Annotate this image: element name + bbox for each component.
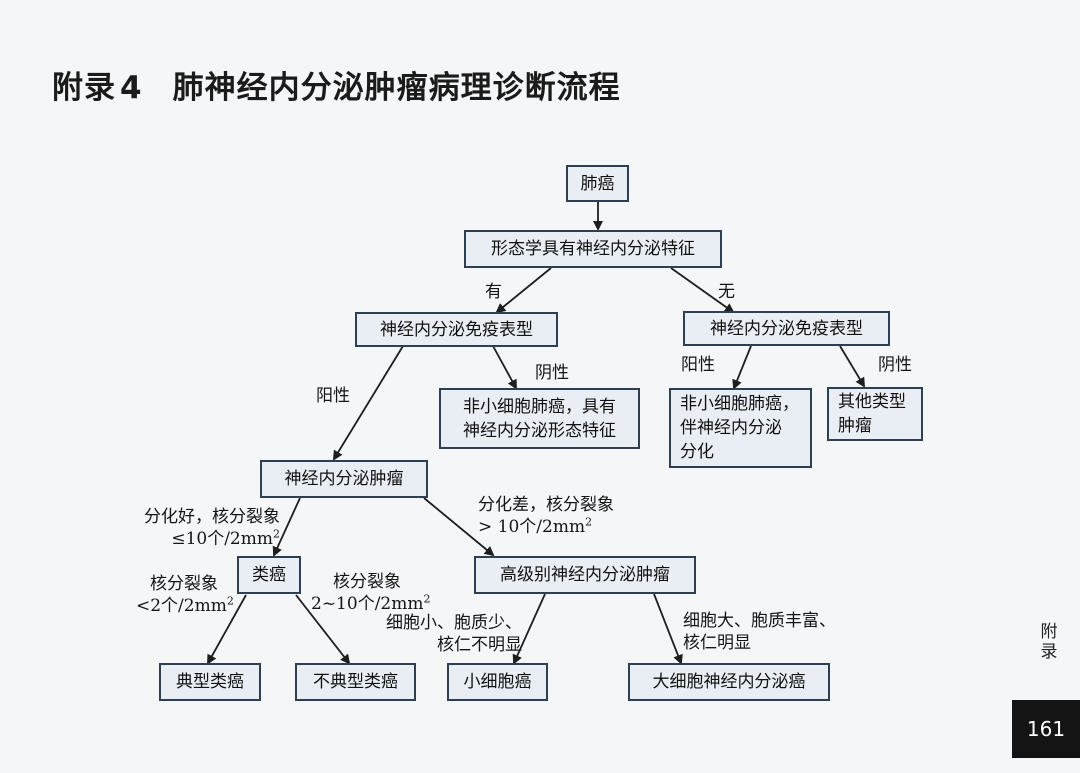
mitosis-mid-sup: 2 — [423, 592, 431, 606]
other-line2: 肿瘤 — [838, 416, 872, 436]
large-cell-line1: 细胞大、胞质丰富、 — [683, 611, 836, 631]
node-lcnec: 大细胞神经内分泌癌 — [628, 663, 830, 701]
nsclc-morph-line2: 神经内分泌形态特征 — [463, 420, 616, 441]
nsclc-diff-line3: 分化 — [680, 442, 714, 462]
arrow-high-grade-to-sclc — [512, 593, 546, 665]
nsclc-diff-line2: 伴神经内分泌 — [680, 418, 782, 438]
well-diff-line2: ≤10个/2mm — [171, 529, 273, 549]
appendix-label: 附录 — [52, 70, 116, 106]
label-mitosis-low: 核分裂象 <2个/2mm2 — [136, 573, 234, 617]
node-morphology-ne: 形态学具有神经内分泌特征 — [464, 230, 722, 268]
small-cell-line2: 核仁不明显 — [437, 635, 522, 655]
poor-diff-line2: > 10个/2mm — [478, 517, 586, 537]
label-mitosis-mid: 核分裂象 2~10个/2mm2 — [311, 571, 430, 615]
label-no: 无 — [718, 282, 735, 302]
nsclc-diff-line1: 非小细胞肺癌， — [680, 394, 799, 414]
label-well-differentiated: 分化好，核分裂象 ≤10个/2mm2 — [126, 506, 280, 550]
label-negative-right: 阴性 — [878, 355, 912, 375]
arrow-ihc-yes-to-nsclc — [492, 345, 517, 390]
node-sclc: 小细胞癌 — [447, 663, 548, 701]
large-cell-line2: 核仁明显 — [683, 633, 751, 653]
node-atypical-carcinoid: 不典型类癌 — [295, 663, 416, 701]
mitosis-low-line2: <2个/2mm — [136, 596, 227, 616]
node-net: 神经内分泌肿瘤 — [260, 460, 428, 498]
mitosis-mid-line1: 核分裂象 — [333, 572, 401, 592]
page-number: 161 — [1012, 700, 1080, 758]
mitosis-mid-line2: 2~10个/2mm — [311, 594, 424, 614]
label-negative-left: 阴性 — [535, 363, 569, 383]
node-ihc-no: 神经内分泌免疫表型 — [683, 311, 890, 346]
label-positive-right: 阳性 — [681, 355, 715, 375]
label-positive-left: 阳性 — [316, 386, 350, 406]
node-other-tumors: 其他类型 肿瘤 — [827, 387, 923, 441]
arrow-morphology-to-ihc-yes — [495, 267, 552, 314]
arrow-ihc-no-to-nsclc-diff — [732, 345, 752, 390]
arrow-morphology-to-ihc-no — [670, 267, 735, 314]
arrow-carcinoid-to-atypical — [295, 594, 351, 665]
arrow-net-to-high-grade — [423, 497, 495, 557]
mitosis-low-sup: 2 — [226, 594, 234, 608]
appendix-title: 肺神经内分泌肿瘤病理诊断流程 — [172, 70, 621, 106]
node-ihc-yes: 神经内分泌免疫表型 — [355, 312, 558, 347]
small-cell-line1: 细胞小、胞质少、 — [386, 613, 522, 633]
arrow-high-grade-to-lcnec — [653, 593, 683, 665]
node-nsclc-ne-morphology: 非小细胞肺癌，具有 神经内分泌形态特征 — [439, 388, 640, 449]
side-tab-char-2: 录 — [1040, 642, 1058, 662]
appendix-number: 4 — [120, 70, 143, 106]
label-yes: 有 — [485, 282, 502, 302]
arrow-carcinoid-to-typical — [207, 594, 247, 665]
label-poorly-differentiated: 分化差，核分裂象 > 10个/2mm2 — [478, 494, 614, 538]
nsclc-morph-line1: 非小细胞肺癌，具有 — [463, 396, 616, 417]
node-high-grade-net: 高级别神经内分泌肿瘤 — [474, 556, 696, 594]
other-line1: 其他类型 — [838, 392, 906, 412]
node-lung-cancer: 肺癌 — [566, 165, 629, 202]
arrow-ihc-yes-to-net — [332, 345, 404, 461]
poor-diff-sup: 2 — [585, 515, 593, 529]
node-typical-carcinoid: 典型类癌 — [159, 663, 261, 701]
well-diff-line1: 分化好，核分裂象 — [144, 507, 280, 527]
label-small-cell-features: 细胞小、胞质少、 核仁不明显 — [364, 612, 522, 656]
well-diff-sup: 2 — [273, 527, 280, 541]
arrow-ihc-no-to-other — [839, 345, 866, 388]
mitosis-low-line1: 核分裂象 — [150, 574, 218, 594]
node-carcinoid: 类癌 — [237, 556, 301, 594]
node-nsclc-ne-differentiation: 非小细胞肺癌， 伴神经内分泌 分化 — [669, 388, 812, 468]
appendix-side-tab: 附 录 — [1036, 622, 1062, 662]
label-large-cell-features: 细胞大、胞质丰富、 核仁明显 — [683, 610, 836, 654]
arrow-net-to-carcinoid — [272, 497, 301, 557]
poor-diff-line1: 分化差，核分裂象 — [478, 495, 614, 515]
side-tab-char-1: 附 — [1040, 622, 1058, 642]
